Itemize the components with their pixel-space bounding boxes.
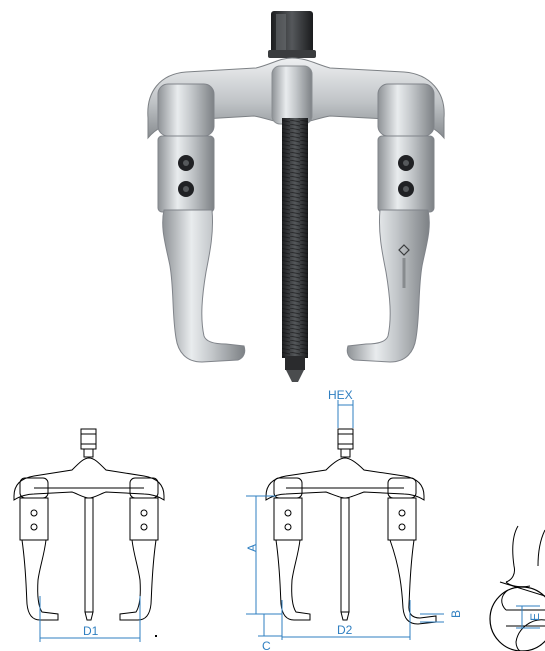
d2-dimension bbox=[281, 600, 411, 640]
hex-label: HEX bbox=[328, 388, 353, 402]
right-slider bbox=[377, 83, 435, 213]
a-label: A bbox=[245, 544, 259, 552]
d1-label: D1 bbox=[83, 624, 99, 638]
b-label: B bbox=[449, 610, 463, 618]
e-label: E bbox=[528, 613, 542, 621]
b-dimension bbox=[420, 613, 444, 623]
left-jaw bbox=[162, 209, 246, 363]
detail-circle bbox=[489, 586, 545, 651]
threaded-spindle bbox=[282, 118, 308, 382]
marker-dot bbox=[155, 635, 157, 637]
left-slider bbox=[157, 83, 215, 213]
d2-label: D2 bbox=[337, 623, 353, 637]
e-dimension bbox=[516, 605, 540, 629]
center-boss bbox=[271, 65, 313, 125]
hex-dimension bbox=[337, 400, 354, 428]
drawing-d1 bbox=[13, 428, 165, 621]
hex-nut bbox=[268, 11, 316, 58]
c-dimension bbox=[258, 614, 282, 637]
king-tony-logo-icon bbox=[398, 244, 410, 288]
c-label: C bbox=[262, 639, 271, 651]
right-jaw bbox=[346, 209, 430, 363]
d1-dimension bbox=[39, 596, 141, 642]
puller-photo bbox=[147, 11, 445, 382]
drawing-d2 bbox=[265, 428, 437, 625]
a-dimension bbox=[246, 495, 282, 615]
jaw-tip-detail bbox=[499, 525, 545, 651]
